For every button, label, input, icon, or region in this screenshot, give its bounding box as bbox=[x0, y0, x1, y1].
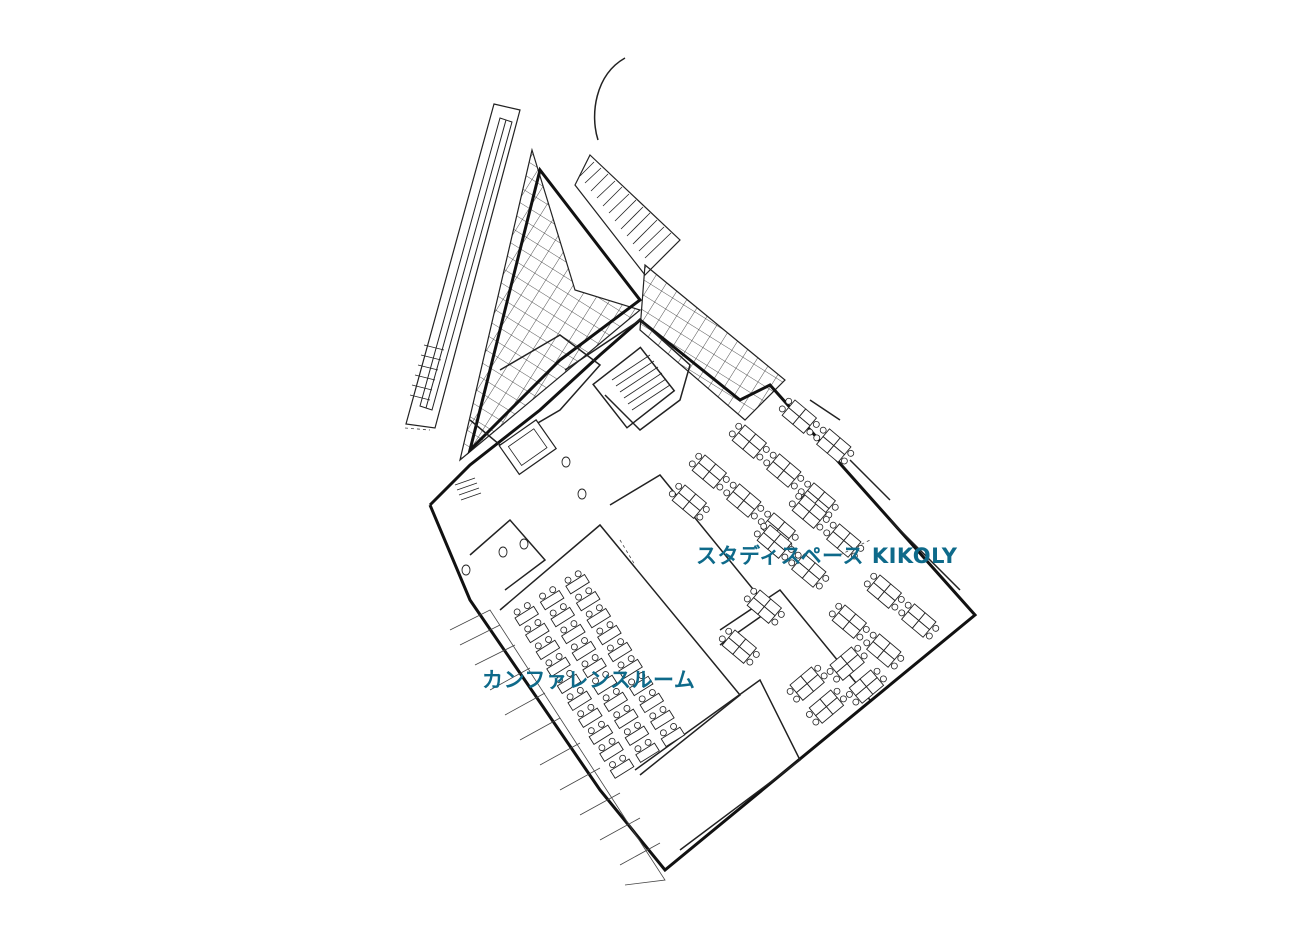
elevator-icon bbox=[498, 419, 558, 476]
stair-core-icon bbox=[611, 354, 671, 411]
conference-room-label: カンファレンスルーム bbox=[482, 668, 696, 692]
study-space-label: スタディスペース KIKOLY bbox=[696, 544, 958, 568]
terrace-area bbox=[459, 147, 786, 462]
entrance-curve bbox=[593, 57, 626, 141]
paving-grid bbox=[449, 609, 666, 886]
toilet-icon bbox=[461, 456, 587, 576]
stairs-icon bbox=[574, 154, 681, 276]
building-outline bbox=[428, 318, 978, 873]
interior-walls bbox=[469, 319, 961, 851]
dashed-guides bbox=[404, 427, 871, 566]
exterior-ramp bbox=[405, 103, 521, 429]
stairs-icon bbox=[454, 477, 482, 501]
